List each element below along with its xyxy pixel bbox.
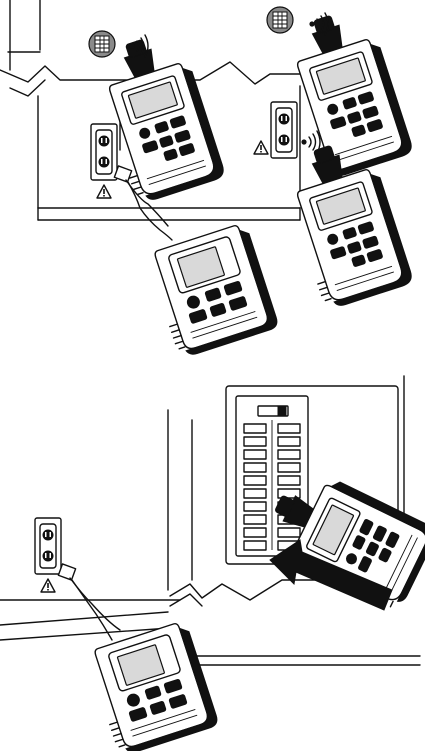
top-panel [0,0,414,359]
breaker-switch [244,502,266,511]
breaker-icon [89,31,115,57]
warning-triangle-icon [97,185,111,198]
transmitter [146,222,279,359]
breaker-switch [278,476,300,485]
bottom-panel [0,376,425,751]
receiver-upper-right [278,4,414,181]
breaker-switch [244,424,266,433]
breaker-switch [244,489,266,498]
breaker-switch [278,424,300,433]
outlet-left [91,124,117,180]
warning-triangle-icon [41,579,55,592]
breaker-icon [267,7,293,33]
outlet-right [271,102,297,158]
breaker-switch [278,437,300,446]
breaker-switch [278,528,300,537]
outlet-left [35,518,61,574]
breaker-switch [244,437,266,446]
warning-triangle-icon [254,141,268,154]
breaker-switch [244,515,266,524]
breaker-switch [244,541,266,550]
breaker-switch [244,476,266,485]
breaker-switch [244,528,266,537]
transmitter [86,620,219,751]
test-lead-cable [58,564,120,640]
breaker-switch [244,450,266,459]
breaker-switch [278,463,300,472]
breaker-switch [244,463,266,472]
breaker-switch [278,450,300,459]
